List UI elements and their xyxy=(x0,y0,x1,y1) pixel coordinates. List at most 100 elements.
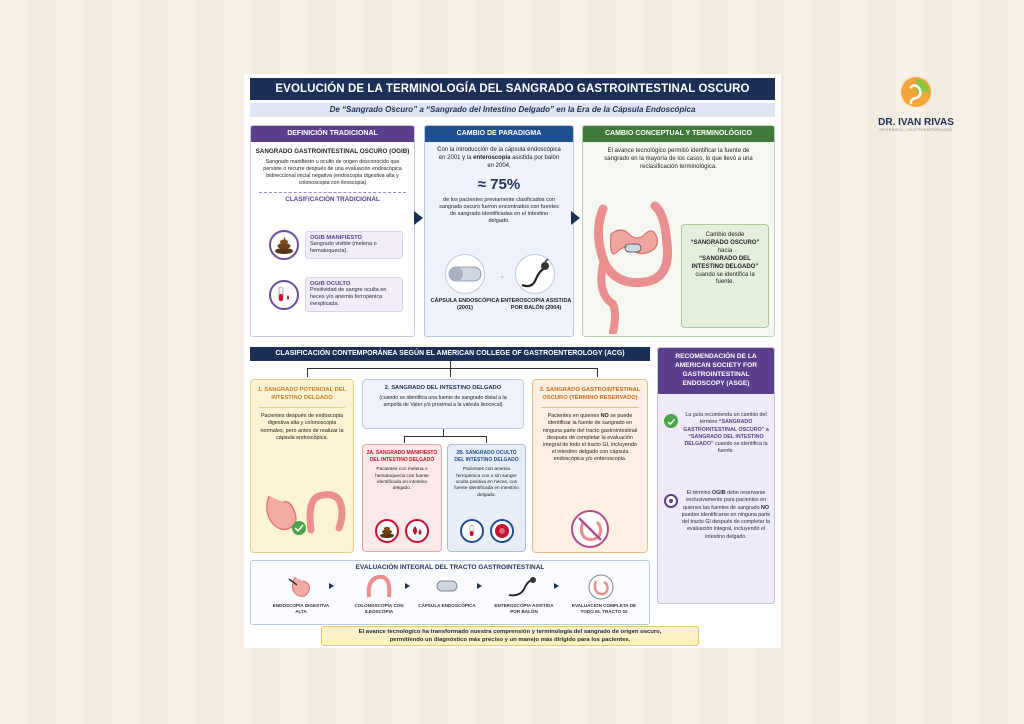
paradigm-detail: de los pacientes previamente clasificado… xyxy=(439,196,559,225)
stool-icon xyxy=(269,230,299,260)
obscure-text: Pacientes en quienes NO se puede identif… xyxy=(541,413,639,463)
rec2-c: debe reservarse exclusivamente para paci… xyxy=(682,490,767,511)
test-tube-icon xyxy=(269,279,299,310)
rec1-c: cuando se identifica la fuente. xyxy=(715,441,768,455)
new-term: “SANGRADO DEL INTESTINO DELGADO” xyxy=(691,255,759,270)
brand-name: DR. IVAN RIVAS xyxy=(878,117,954,128)
arrow-right-icon xyxy=(477,583,482,589)
manifest-title: OGIB MANIFIESTO xyxy=(310,234,363,241)
acg-2a-box: 2A. SANGRADO MANIFIESTO DEL INTESTINO DE… xyxy=(362,444,442,552)
rec2-a: El término xyxy=(686,490,711,496)
poster-title: EVOLUCIÓN DE LA TERMINOLOGÍA DEL SANGRAD… xyxy=(250,78,775,100)
evaluation-title: EVALUACIÓN INTEGRAL DEL TRACTO GASTROINT… xyxy=(355,564,545,571)
panel-conceptual-change: CAMBIO CONCEPTUAL Y TERMINOLÓGICO El ava… xyxy=(582,125,775,337)
no-source-icon xyxy=(571,510,609,548)
2b-text: Pacientes con anemia ferropénica con o s… xyxy=(454,467,519,498)
eval-step: CÁPSULA ENDOSCÓPICA xyxy=(418,603,476,608)
manifest-text: Sangrado visible (melena o hematoquecia)… xyxy=(310,240,377,254)
acg-small-bowel-box: 2. SANGRADO DEL INTESTINO DELGADO (cuand… xyxy=(362,379,524,429)
acg-obscure-box: 3. SANGRADO GASTROINTESTINAL OSCURO (TÉR… xyxy=(532,379,648,553)
panel-paradigm-shift: CAMBIO DE PARADIGMA Con la introducción … xyxy=(424,125,574,337)
footer-note: El avance tecnológico ha transformado nu… xyxy=(321,626,699,646)
capsule-icon xyxy=(436,580,458,592)
stomach-colon-icon xyxy=(266,491,346,535)
eval-step: ENDOSCOPIA DIGESTIVA ALTA xyxy=(272,603,330,614)
rec1-a: La guía recomienda un cambio del término xyxy=(685,412,767,426)
change-condition: cuando se identifica la fuente. xyxy=(695,271,755,286)
eval-step: ENTEROSCOPIA ASISTIDA POR BALÓN xyxy=(494,603,554,614)
obscure-text-no: NO xyxy=(600,413,609,420)
stomach-icon xyxy=(288,576,310,597)
acg-header: CLASIFICACIÓN CONTEMPORÁNEA SEGÚN EL AME… xyxy=(250,347,650,361)
enteroscopy-label: ENTEROSCOPIA ASISTIDA POR BALÓN (2004) xyxy=(500,298,572,312)
obscure-text-b: se puede identificar la fuente de sangra… xyxy=(542,413,638,463)
eval-step: EVALUACIÓN COMPLETA DE TODO EL TRACTO GI xyxy=(571,603,637,614)
panel-header: DEFINICIÓN TRADICIONAL xyxy=(251,126,414,143)
brand-mark-icon xyxy=(901,77,931,107)
infographic-poster: EVOLUCIÓN DE LA TERMINOLOGÍA DEL SANGRAD… xyxy=(244,74,781,648)
test-tube-icon xyxy=(460,519,484,543)
arrow-right-icon xyxy=(554,583,559,589)
eval-step: COLONOSCOPIA CON ILEOSCOPIA xyxy=(354,603,404,614)
panel-header: RECOMENDACIÓN DE LA AMERICAN SOCIETY FOR… xyxy=(658,348,774,394)
2a-title: 2A. SANGRADO MANIFIESTO DEL INTESTINO DE… xyxy=(366,450,438,463)
check-icon xyxy=(664,414,678,428)
rec2-d: NO xyxy=(761,504,769,511)
panel-asge-recommendation: RECOMENDACIÓN DE LA AMERICAN SOCIETY FOR… xyxy=(657,347,775,604)
2b-title: 2B. SANGRADO OCULTO DEL INTESTINO DELGAD… xyxy=(454,450,519,463)
arrow-right-icon xyxy=(405,583,410,589)
obscure-text-a: Pacientes en quienes xyxy=(547,413,600,420)
panel-header: CAMBIO CONCEPTUAL Y TERMINOLÓGICO xyxy=(583,126,774,143)
ogib-definition: Sangrado manifiesto u oculto de origen d… xyxy=(263,159,402,187)
colon-icon xyxy=(366,575,392,598)
stool-icon xyxy=(375,519,399,543)
enteroscope-icon xyxy=(508,577,536,597)
terminology-change-card: Cambio desde “SANGRADO OSCURO” hacia “SA… xyxy=(681,224,769,328)
asge-rec-1: La guía recomienda un cambio del término… xyxy=(680,412,772,456)
red-cell-icon xyxy=(490,519,514,543)
brand-tagline: INTERNISTA | GASTROENTERÓLOGO xyxy=(879,128,953,132)
ogib-term: SANGRADO GASTROINTESTINAL OSCURO (OGIB) xyxy=(255,148,410,156)
poster-subtitle: De “Sangrado Oscuro” a “Sangrado del Int… xyxy=(250,103,775,117)
rec2-b: OGIB xyxy=(712,490,726,496)
capsule-icon xyxy=(445,254,485,294)
arrow-right-icon xyxy=(329,583,334,589)
arrow-right-icon xyxy=(414,211,423,225)
occult-row: OGIB OCULTO Positividad de sangre oculta… xyxy=(269,277,403,313)
rec2-e: pueden identificarse en ninguna parte de… xyxy=(681,511,771,540)
acg-potential-box: 1. SANGRADO POTENCIAL DEL INTESTINO DELG… xyxy=(250,379,354,553)
obscure-title: 3. SANGRADO GASTROINTESTINAL OSCURO (TÉR… xyxy=(539,387,641,401)
arrow-right-icon xyxy=(571,211,580,225)
old-term: “SANGRADO OSCURO” xyxy=(690,239,760,246)
paradigm-intro-a: Con la introducción de la cápsula endosc… xyxy=(437,147,561,161)
manifest-card: OGIB MANIFIESTO Sangrado visible (melena… xyxy=(305,230,403,260)
rec1-b: “SANGRADO GASTROINTESTINAL OSCURO” a “SA… xyxy=(683,419,769,448)
percentage-value: ≈ 75% xyxy=(477,175,521,193)
enteroscope-icon xyxy=(515,254,555,294)
occult-card: OGIB OCULTO Positividad de sangre oculta… xyxy=(305,277,403,313)
asge-rec-2: El término OGIB debe reservarse exclusiv… xyxy=(680,490,772,541)
complete-gi-icon xyxy=(588,574,614,600)
2a-text: Pacientes con melena o hematoquecia con … xyxy=(375,467,429,492)
blood-drop-icon xyxy=(405,519,429,543)
gi-evaluation-strip: EVALUACIÓN INTEGRAL DEL TRACTO GASTROINT… xyxy=(250,560,650,625)
brand-logo: DR. IVAN RIVAS INTERNISTA | GASTROENTERÓ… xyxy=(868,74,964,132)
intestine-icon xyxy=(594,201,673,334)
footer-line-1: El avance tecnológico ha transformado nu… xyxy=(358,629,662,635)
classification-title: CLASIFICACIÓN TRADICIONAL xyxy=(285,196,380,204)
panel-traditional-definition: DEFINICIÓN TRADICIONAL SANGRADO GASTROIN… xyxy=(250,125,415,337)
conceptual-text: El avance tecnológico permitió identific… xyxy=(604,148,753,170)
paradigm-intro: Con la introducción de la cápsula endosc… xyxy=(435,147,563,171)
occult-text: Positividad de sangre oculta en heces y/… xyxy=(310,287,387,308)
manifest-row: OGIB MANIFIESTO Sangrado visible (melena… xyxy=(269,230,403,260)
small-bowel-title: 2. SANGRADO DEL INTESTINO DELGADO xyxy=(384,385,502,391)
footer-line-2: permitiendo un diagnóstico más preciso y… xyxy=(389,636,631,643)
small-bowel-sub: (cuando se identifica una fuente de sang… xyxy=(379,394,507,408)
occult-title: OGIB OCULTO xyxy=(310,281,351,287)
change-from: Cambio desde xyxy=(705,232,745,238)
potential-text: Pacientes después de endoscopia digestiv… xyxy=(260,413,344,441)
panel-header: CAMBIO DE PARADIGMA xyxy=(425,126,573,143)
separator-dash: - xyxy=(501,272,504,281)
acg-2b-box: 2B. SANGRADO OCULTO DEL INTESTINO DELGAD… xyxy=(447,444,526,552)
potential-title: 1. SANGRADO POTENCIAL DEL INTESTINO DELG… xyxy=(257,387,347,401)
